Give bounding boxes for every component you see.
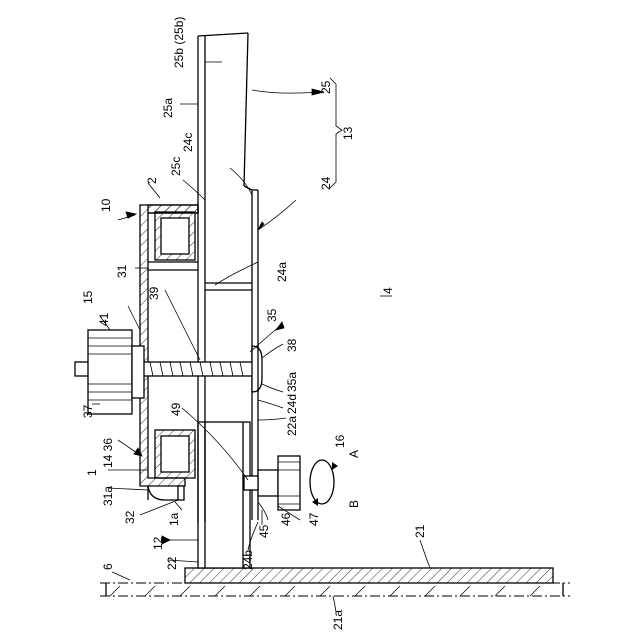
label-32: 32	[123, 510, 137, 524]
label-24: 24	[319, 176, 333, 190]
label-24b: 24b	[241, 550, 255, 570]
square-tube-upper	[155, 212, 195, 260]
label-16: 16	[333, 434, 347, 448]
label-4: 4	[381, 287, 395, 294]
labels: 25b (25b) 25 25a 13 24c 25c 24 2 10 24a …	[81, 17, 427, 630]
label-10: 10	[99, 198, 113, 212]
label-2: 2	[145, 177, 159, 184]
label-14-36: 14 36	[101, 438, 115, 468]
label-A: A	[347, 450, 361, 458]
label-37: 37	[81, 404, 95, 418]
label-21a: 21a	[331, 610, 345, 630]
label-25b: 25b (25b)	[172, 17, 186, 68]
label-38: 38	[285, 338, 299, 352]
label-B: B	[347, 500, 361, 508]
label-31: 31	[115, 264, 129, 278]
label-47: 47	[307, 512, 321, 526]
plate-31	[148, 262, 198, 270]
label-31a: 31a	[101, 486, 115, 506]
label-25: 25	[319, 80, 333, 94]
ground-line	[100, 583, 570, 596]
label-1a: 1a	[167, 512, 181, 526]
label-25c: 25c	[169, 157, 183, 176]
label-49: 49	[169, 402, 183, 416]
label-22: 22	[165, 556, 179, 570]
lower-post	[198, 422, 250, 568]
label-13: 13	[341, 126, 355, 140]
label-12: 12	[151, 536, 165, 550]
label-39: 39	[147, 286, 161, 300]
label-25a: 25a	[161, 98, 175, 118]
label-21: 21	[413, 524, 427, 538]
label-41: 41	[97, 312, 111, 326]
label-1: 1	[85, 469, 99, 476]
label-22a: 22a	[285, 416, 299, 436]
label-24d: 24d	[285, 394, 299, 414]
label-15: 15	[81, 290, 95, 304]
knob-15	[88, 330, 144, 414]
label-46: 46	[279, 512, 293, 526]
label-6: 6	[101, 563, 115, 570]
label-45: 45	[257, 524, 271, 538]
square-tube-lower	[155, 430, 195, 478]
label-24c: 24c	[181, 133, 195, 152]
label-35: 35	[265, 308, 279, 322]
label-24a: 24a	[275, 262, 289, 282]
label-35a: 35a	[285, 372, 299, 392]
